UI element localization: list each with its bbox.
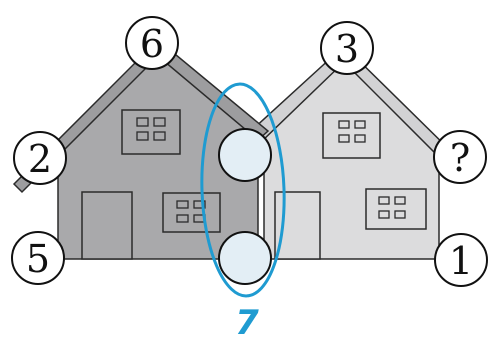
blue-highlight-oval [200, 82, 286, 298]
right-roof-top-circle [320, 21, 374, 75]
left-bottom-circle [11, 231, 65, 285]
left-roof-side-circle [13, 131, 67, 185]
left-house-upper-window [121, 109, 181, 155]
left-roof-top-circle [125, 16, 179, 70]
left-house [12, 38, 270, 260]
right-bottom-circle [434, 233, 488, 287]
right-bottom-value: 1 [449, 239, 473, 283]
middle-upper-circle[interactable] [218, 128, 272, 182]
right-house-lower-window [365, 188, 427, 230]
left-house-door [81, 191, 133, 260]
left-roof-top-value: 6 [140, 22, 164, 66]
right-roof-top-value: 3 [335, 27, 359, 71]
left-roof-side-value: 2 [28, 137, 52, 181]
middle-lower-circle[interactable] [218, 231, 272, 285]
left-bottom-value: 5 [26, 237, 50, 281]
right-house-upper-window [322, 112, 381, 159]
handwritten-sum: 7 [235, 303, 259, 343]
right-roof-side-value: ? [450, 136, 470, 180]
right-roof-side-circle [433, 130, 487, 184]
left-house-lower-window [162, 192, 221, 233]
